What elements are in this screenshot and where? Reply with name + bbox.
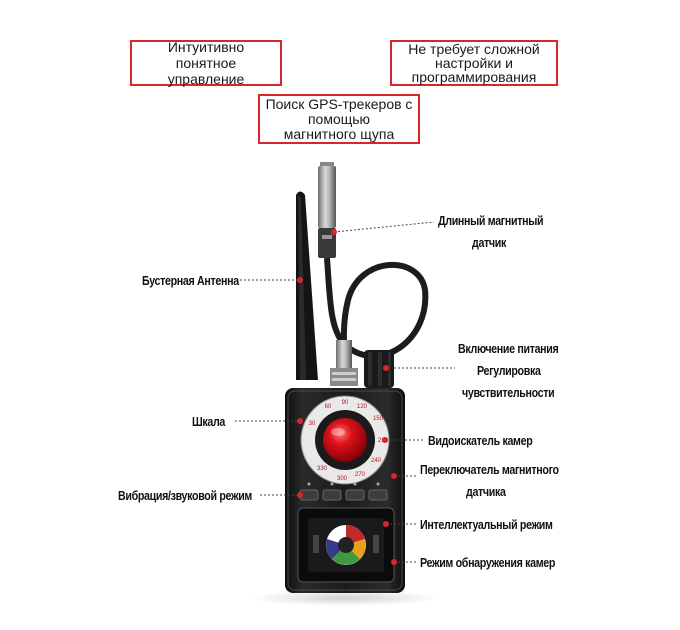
label-camera-finder: Видоискатель камер (428, 433, 533, 448)
sensitivity-dial (300, 395, 390, 485)
callout-gps-search: Поиск GPS-трекеров с помощью магнитного … (258, 94, 420, 144)
label-scale: Шкала (192, 414, 226, 429)
svg-text:270: 270 (355, 472, 366, 478)
svg-text:30: 30 (309, 421, 316, 427)
indicator-screen (297, 507, 395, 583)
callout-no-setup: Не требует сложной настройки и программи… (390, 40, 558, 86)
label-camera-detection: Режим обнаружения камер (420, 555, 556, 570)
label-sensitivity: Регулировка (477, 363, 541, 378)
label-sensitivity-2: чувствительности (462, 385, 555, 400)
booster-antenna (296, 191, 318, 380)
marker-dots (297, 229, 397, 565)
svg-text:240: 240 (371, 458, 382, 464)
svg-text:150: 150 (373, 416, 384, 422)
label-long-magnetic-sensor: Длинный магнитный (438, 213, 544, 228)
magnetic-probe (318, 162, 429, 386)
button-row (299, 482, 388, 501)
svg-text:330: 330 (317, 466, 328, 472)
svg-text:300: 300 (337, 476, 348, 482)
power-knob (364, 350, 394, 388)
label-power-on: Включение питания (458, 341, 559, 356)
svg-text:120: 120 (357, 404, 368, 410)
label-long-magnetic-sensor-2: датчик (472, 235, 507, 250)
leader-lines (235, 221, 455, 563)
svg-text:60: 60 (325, 404, 332, 410)
label-smart-mode: Интеллектуальный режим (420, 517, 553, 532)
label-magnetic-switch: Переключатель магнитного (420, 462, 559, 477)
svg-text:90: 90 (342, 400, 349, 406)
floor-shadow (250, 590, 440, 606)
label-booster-antenna: Бустерная Антенна (142, 273, 239, 288)
label-vibration-sound: Вибрация/звуковой режим (118, 488, 252, 503)
callout-intuitive-control: Интуитивно понятное управление (130, 39, 282, 87)
label-magnetic-switch-2: датчика (466, 484, 506, 499)
